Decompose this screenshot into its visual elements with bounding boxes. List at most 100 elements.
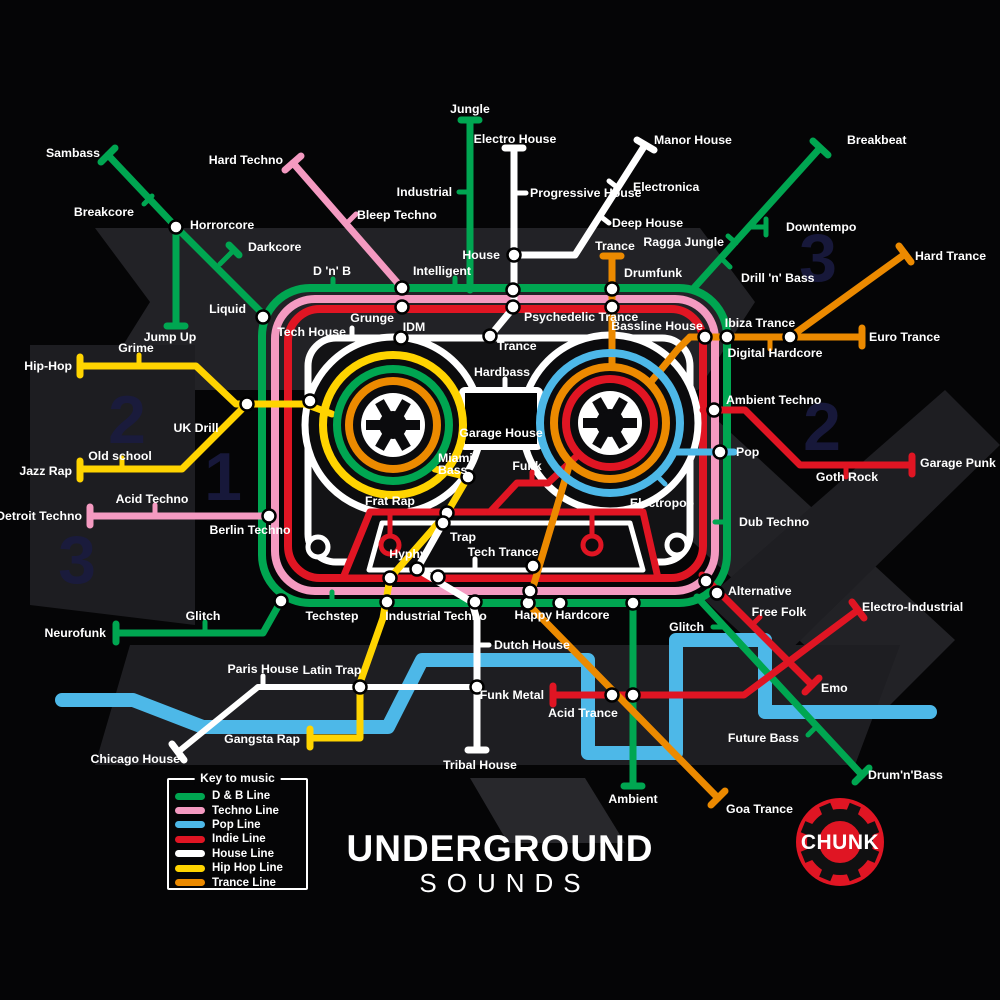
- station-label: Industrial Techno: [385, 609, 487, 623]
- interchange-station: [273, 593, 289, 609]
- station-label: Garage Punk: [920, 456, 996, 470]
- interchange-station: [625, 687, 641, 703]
- station-tick: [141, 193, 155, 207]
- zone-number: 1: [204, 439, 242, 515]
- interchange-station: [525, 558, 541, 574]
- terminus-bar: [225, 241, 243, 259]
- station-label: Deep House: [612, 216, 683, 230]
- zone-number: 2: [108, 382, 146, 458]
- legend-entry: Pop Line: [175, 818, 306, 832]
- station-label: Digital Hardcore: [728, 346, 823, 360]
- title-block: UNDERGROUND SOUNDS: [0, 828, 1000, 899]
- station-label: Psychedelic Trance: [524, 310, 638, 324]
- station-label: Jazz Rap: [19, 464, 72, 478]
- legend-entry: Hip Hop Line: [175, 861, 306, 875]
- station-tick: [805, 723, 820, 738]
- station-label: Tribal House: [443, 758, 517, 772]
- legend-swatch-white: [175, 850, 205, 858]
- station-label: Trap: [450, 530, 476, 544]
- interchange-station: [435, 515, 451, 531]
- chunk-logo: CHUNK: [796, 798, 884, 886]
- station-label: Drumfunk: [624, 266, 682, 280]
- terminus-bar: [848, 598, 868, 622]
- terminus-bar: [97, 144, 119, 166]
- station-label: Drill 'n' Bass: [741, 271, 815, 285]
- station-label: Glitch: [669, 620, 704, 634]
- station-tick: [749, 614, 763, 628]
- station-tick: [606, 178, 621, 191]
- legend-entry: D & B Line: [175, 789, 306, 803]
- station-label: Ambient Techno: [726, 393, 822, 407]
- interchange-station: [430, 569, 446, 585]
- station-tick: [725, 233, 739, 246]
- station-tick: [719, 256, 733, 270]
- page-title: UNDERGROUND: [346, 828, 654, 869]
- station-label: Ibiza Trance: [725, 316, 796, 330]
- station-label: Funk: [512, 459, 542, 473]
- station-label: Electropop: [630, 496, 694, 510]
- station-label: Horrorcore: [190, 218, 254, 232]
- station-label: Jungle: [450, 102, 490, 116]
- interchange-station: [382, 570, 398, 586]
- station-label: Hard Trance: [915, 249, 986, 263]
- legend-swatch-red: [175, 835, 205, 843]
- legend-entry: Indie Line: [175, 832, 306, 846]
- interchange-station: [469, 679, 485, 695]
- station-label: Frat Rap: [365, 494, 415, 508]
- station-label: Goth Rock: [816, 470, 878, 484]
- interchange-station: [467, 594, 483, 610]
- station-label: Hip-Hop: [24, 359, 72, 373]
- station-label: Progressive House: [530, 186, 642, 200]
- station-label: Trance: [595, 239, 635, 253]
- legend-label: Techno Line: [212, 804, 279, 817]
- legend-entry: Techno Line: [175, 803, 306, 817]
- station-label: Industrial: [397, 185, 452, 199]
- station-label: Ambient: [608, 792, 657, 806]
- station-label: Old school: [88, 449, 152, 463]
- station-label: Grunge: [350, 311, 394, 325]
- legend-entry: House Line: [175, 847, 306, 861]
- interchange-station: [552, 595, 568, 611]
- interchange-station: [712, 444, 728, 460]
- interchange-station: [625, 595, 641, 611]
- interchange-station: [255, 309, 271, 325]
- interchange-station: [505, 282, 521, 298]
- station-label: Berlin Techno: [209, 523, 291, 537]
- interchange-station: [261, 508, 277, 524]
- station-label: Sambass: [46, 146, 100, 160]
- station-label: Future Bass: [728, 731, 799, 745]
- page-subtitle: SOUNDS: [419, 868, 591, 898]
- reel-hub: [361, 393, 425, 457]
- station-label: Electronica: [633, 180, 699, 194]
- background-shape: [30, 345, 195, 625]
- station-label: Bleep Techno: [357, 208, 437, 222]
- interchange-station: [393, 330, 409, 346]
- terminus-bar: [168, 740, 188, 764]
- station-label: Dub Techno: [739, 515, 810, 529]
- interchange-station: [505, 299, 521, 315]
- station-label: Goa Trance: [726, 802, 793, 816]
- station-label: Electro House: [474, 132, 557, 146]
- interchange-station: [168, 219, 184, 235]
- station-label: Intelligent: [413, 264, 471, 278]
- legend-label: House Line: [212, 847, 274, 860]
- station-label: Funk Metal: [480, 688, 544, 702]
- brand-name: CHUNK: [801, 831, 879, 854]
- zone-number: 2: [803, 389, 841, 465]
- legend-label: Hip Hop Line: [212, 862, 283, 875]
- background-shape: [705, 390, 1000, 665]
- interchange-station: [394, 299, 410, 315]
- interchange-station: [522, 583, 538, 599]
- interchange-station: [352, 679, 368, 695]
- station-label: Bassline House: [611, 319, 703, 333]
- interchange-station: [394, 280, 410, 296]
- interchange-station: [302, 393, 318, 409]
- station-label: Darkcore: [248, 240, 301, 254]
- station-label: UK Drill: [173, 421, 218, 435]
- legend-swatch-blue: [175, 821, 205, 829]
